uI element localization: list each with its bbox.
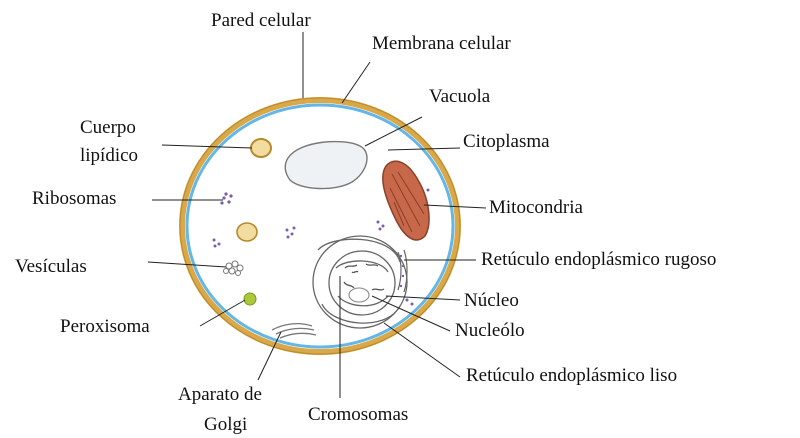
lipid-body xyxy=(251,139,271,157)
label-nucleolo: Nucleólo xyxy=(455,320,525,342)
label-cuerpo-lipidico-2: lipídico xyxy=(80,145,138,167)
label-aparato-golgi-2: Golgi xyxy=(204,414,247,436)
label-aparato-golgi-1: Aparato de xyxy=(178,384,262,406)
label-membrana-celular: Membrana celular xyxy=(372,33,511,55)
label-vacuola: Vacuola xyxy=(429,86,490,108)
label-citoplasma: Citoplasma xyxy=(463,131,550,153)
lipid-droplet xyxy=(237,223,257,241)
label-pared-celular: Pared celular xyxy=(211,10,311,32)
label-nucleo: Núcleo xyxy=(464,290,519,312)
label-vesiculas: Vesículas xyxy=(15,256,87,278)
label-ribosomas: Ribosomas xyxy=(32,188,116,210)
peroxisome xyxy=(244,293,256,305)
label-reticulo-liso: Retúculo endoplásmico liso xyxy=(466,365,677,387)
label-cuerpo-lipidico-1: Cuerpo xyxy=(80,117,136,139)
label-cromosomas: Cromosomas xyxy=(308,404,408,426)
label-mitocondria: Mitocondria xyxy=(489,197,583,219)
label-peroxisoma: Peroxisoma xyxy=(60,316,150,338)
label-reticulo-rugoso: Retúculo endoplásmico rugoso xyxy=(481,249,716,271)
